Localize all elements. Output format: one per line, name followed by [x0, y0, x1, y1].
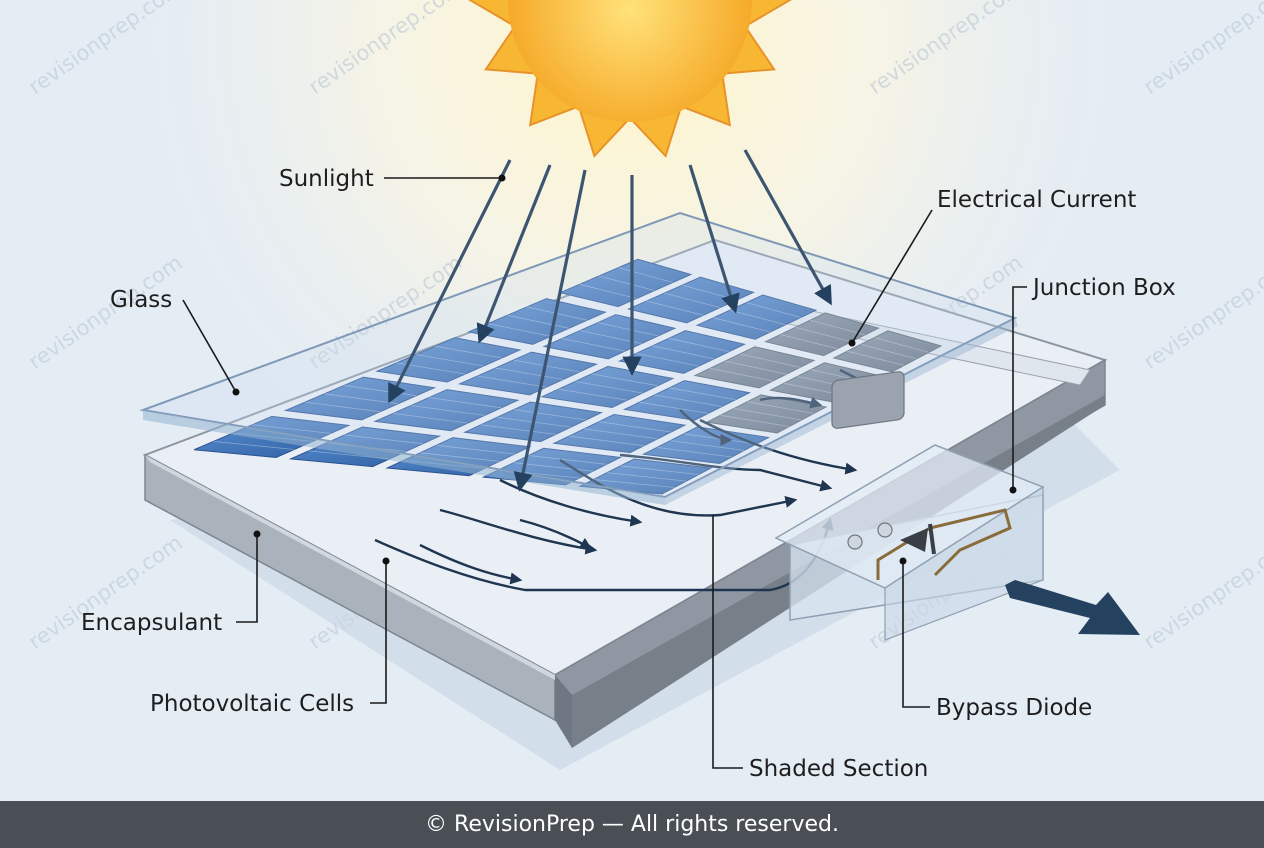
cell-busbar [477, 375, 547, 388]
cell-busbar [410, 405, 485, 416]
cell-busbar [495, 367, 564, 380]
label-junction-box: Junction Box [1009, 275, 1176, 494]
svg-text:Photovoltaic Cells: Photovoltaic Cells [150, 691, 354, 717]
cell-busbar [213, 441, 295, 450]
pv-cell [466, 298, 607, 345]
cell-busbar [670, 440, 745, 451]
cell-busbar [252, 424, 331, 434]
cell-busbar [574, 381, 643, 394]
cell-busbar [591, 373, 658, 387]
cell-busbar [669, 387, 736, 400]
cell-busbar [507, 314, 570, 329]
cell-busbar [513, 462, 594, 472]
cell-busbar [568, 435, 644, 447]
junction-box [774, 371, 1045, 641]
pv-cell [695, 294, 818, 340]
cell-busbar [652, 345, 715, 360]
cell-busbar [593, 479, 675, 488]
pv-cell [375, 337, 522, 383]
cell-busbar [513, 409, 587, 421]
label-electrical-current: Electrical Current [848, 187, 1136, 347]
svg-text:Encapsulant: Encapsulant [81, 610, 222, 636]
pv-cell [622, 380, 752, 421]
cell-busbar [558, 388, 628, 401]
cell-busbar [392, 413, 468, 424]
cell-busbar [415, 354, 484, 367]
footer-copyright: © RevisionPrep — All rights reserved. [0, 801, 1264, 848]
cell-busbar [860, 344, 917, 360]
cell-busbar [598, 421, 672, 433]
pv-cell [552, 413, 687, 454]
cell-busbar [747, 401, 814, 414]
cell-busbar [713, 317, 771, 333]
cell-busbar [656, 447, 732, 458]
cell-busbar [324, 393, 399, 405]
svg-text:Glass: Glass [110, 287, 172, 313]
svg-text:Electrical Current: Electrical Current [937, 187, 1136, 213]
cell-busbar [561, 338, 625, 352]
cell-busbar [304, 401, 380, 413]
cell-busbar [733, 408, 802, 421]
cell-busbar [579, 283, 637, 299]
cell-busbar [780, 334, 838, 350]
cell-busbar [847, 350, 905, 366]
cell-busbar [618, 267, 673, 283]
label-sunlight: Sunlight [279, 166, 506, 192]
label-encapsulant: Encapsulant [81, 530, 261, 636]
cell-busbar [583, 428, 658, 440]
pv-cell [373, 389, 520, 432]
pv-cell [558, 258, 693, 308]
pv-cell [542, 314, 677, 360]
cell-busbar [664, 292, 721, 308]
shaded-cell [705, 394, 828, 434]
cell-busbar [620, 465, 699, 475]
label-bypass-diode: Bypass Diode [899, 557, 1092, 721]
svg-text:Junction Box: Junction Box [1031, 275, 1176, 301]
pv-cell [540, 365, 675, 409]
cell-busbar [528, 455, 607, 465]
cell-busbar [724, 360, 787, 375]
cell-busbar [739, 353, 801, 368]
output-arrow-icon [1005, 580, 1140, 635]
sun-icon [468, 0, 792, 158]
pv-cell [617, 330, 747, 374]
cell-busbar [480, 424, 556, 435]
cell-busbar [639, 401, 709, 414]
cell-busbar [709, 367, 773, 382]
label-glass: Glass [110, 287, 240, 396]
bypass-diode-icon [900, 523, 936, 555]
svg-text:Bypass Diode: Bypass Diode [936, 695, 1092, 721]
shaded-cell [764, 312, 880, 357]
cell-busbar [598, 275, 655, 291]
shaded-cell [693, 346, 816, 389]
pv-cell [626, 276, 755, 324]
glass-edge [143, 410, 665, 505]
cell-busbar [606, 472, 687, 482]
cell-busbar [795, 326, 852, 343]
cell-busbar [428, 397, 502, 409]
cell-busbar [810, 319, 865, 336]
cell-busbar [487, 323, 551, 337]
cell-busbar [720, 414, 790, 427]
cell-busbar [344, 434, 423, 445]
cell-busbar [874, 337, 929, 353]
cell-busbar [419, 452, 500, 462]
cell-busbar [635, 353, 699, 367]
shaded-cell [832, 330, 943, 373]
cell-busbar [746, 302, 801, 318]
cell-busbar [668, 337, 730, 352]
cell-busbar [597, 322, 659, 337]
pv-cell [457, 351, 599, 396]
cell-busbar [436, 444, 515, 455]
svg-text:Sunlight: Sunlight [279, 166, 374, 192]
cell-busbar [654, 394, 723, 407]
sunlight-rays [388, 149, 832, 492]
label-photovoltaic-cells: Photovoltaic Cells [150, 557, 390, 717]
cell-busbar [435, 345, 502, 359]
label-shaded-section: Shaded Section [712, 515, 928, 782]
svg-text:Shaded Section: Shaded Section [749, 756, 928, 782]
cell-busbar [646, 300, 704, 316]
